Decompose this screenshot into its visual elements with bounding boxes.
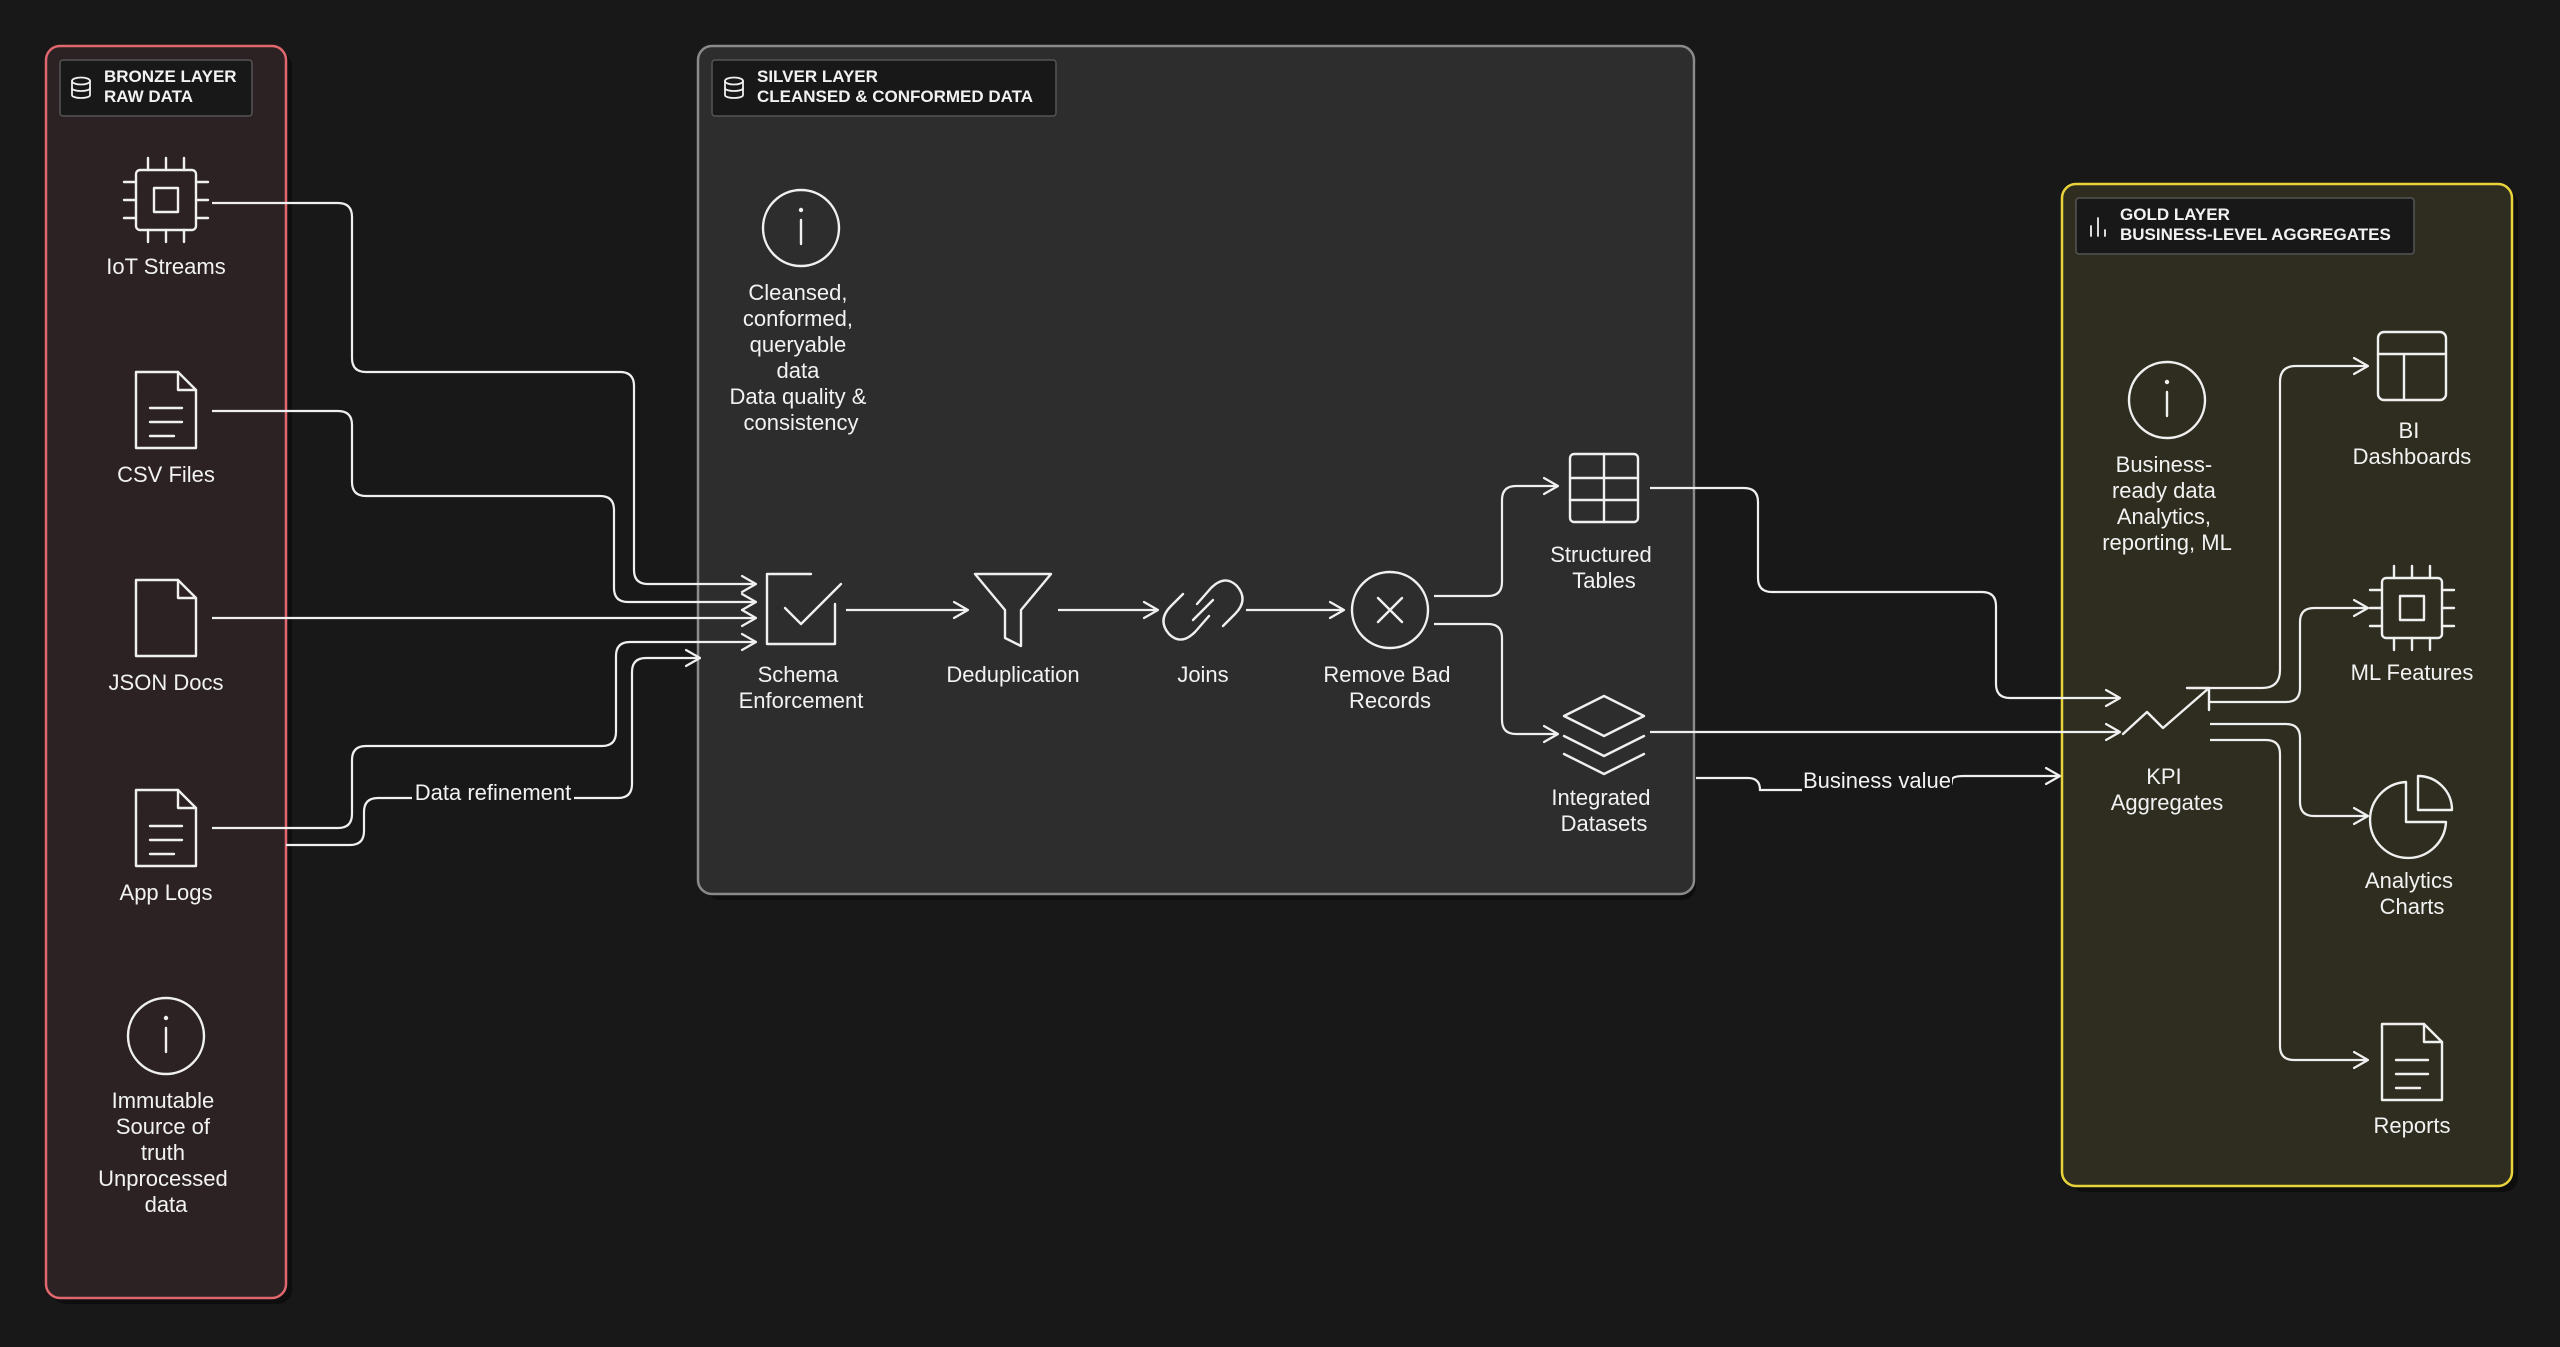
edge-label-business: Business value <box>1802 768 1952 796</box>
trending-up-icon <box>2121 686 2211 736</box>
edge-remove-datasets <box>1434 622 1560 744</box>
file-text-icon <box>2380 1022 2444 1102</box>
node-json-docs[interactable]: JSON Docs <box>109 578 224 695</box>
info-text: Cleansed, conformed, queryable data Data… <box>729 280 872 435</box>
node-deduplication[interactable]: Deduplication <box>946 572 1080 687</box>
node-label: BI Dashboards <box>2353 418 2472 469</box>
edge-iot-schema <box>212 201 758 594</box>
node-bi-dashboards[interactable]: BI Dashboards <box>2353 330 2472 469</box>
bronze-layer[interactable]: BRONZE LAYER RAW DATA <box>44 44 292 1304</box>
gold-layer-title: GOLD LAYER <box>2120 205 2230 224</box>
chip-icon <box>122 156 210 244</box>
bronze-layer-subtitle: RAW DATA <box>104 87 193 106</box>
node-label: App Logs <box>120 880 213 905</box>
node-remove-bad-records[interactable]: Remove Bad Records <box>1323 570 1456 713</box>
node-joins[interactable]: Joins <box>1162 579 1244 687</box>
node-schema-enforcement[interactable]: Schema Enforcement <box>739 572 864 713</box>
bronze-layer-title: BRONZE LAYER <box>104 67 237 86</box>
bronze-layer-header <box>59 59 253 117</box>
file-icon <box>134 578 198 658</box>
gold-layer[interactable]: GOLD LAYER BUSINESS-LEVEL AGGREGATES <box>2060 182 2518 1192</box>
info-icon <box>761 188 841 268</box>
info-text: Business- ready data Analytics, reportin… <box>2102 452 2232 555</box>
layers-icon <box>1562 694 1646 776</box>
node-integrated-datasets[interactable]: Integrated Datasets <box>1551 694 1656 836</box>
gold-layer-subtitle: BUSINESS-LEVEL AGGREGATES <box>2120 225 2391 244</box>
edge-kpi-charts <box>2210 722 2370 826</box>
edge-logs-schema <box>212 632 758 830</box>
node-label: Integrated Datasets <box>1551 785 1656 836</box>
node-analytics-charts[interactable]: Analytics Charts <box>2365 774 2459 919</box>
silver-layer-header <box>711 59 1057 117</box>
gold-layer-header <box>2075 197 2415 255</box>
node-label: ML Features <box>2351 660 2474 685</box>
svg-text:Business value: Business value <box>1803 768 1951 793</box>
file-text-icon <box>134 788 198 868</box>
node-app-logs[interactable]: App Logs <box>120 788 213 905</box>
edges <box>212 201 2370 1070</box>
link-icon <box>1162 579 1244 641</box>
silver-layer[interactable]: SILVER LAYER CLEANSED & CONFORMED DATA <box>696 44 1696 900</box>
node-label: CSV Files <box>117 462 215 487</box>
edge-label-refinement: Data refinement <box>412 780 574 808</box>
bronze-layer-box <box>44 44 288 1300</box>
node-reports[interactable]: Reports <box>2373 1022 2451 1138</box>
node-label: Reports <box>2373 1113 2450 1138</box>
edge-kpi-bi <box>2210 356 2370 690</box>
node-label: Remove Bad Records <box>1323 662 1456 713</box>
info-icon <box>126 996 206 1076</box>
bar-chart-icon <box>2090 217 2106 237</box>
info-icon <box>2127 360 2207 440</box>
node-label: Structured Tables <box>1550 542 1658 593</box>
silver-layer-box <box>696 44 1696 896</box>
silver-layer-title: SILVER LAYER <box>757 67 878 86</box>
edge-csv-schema <box>212 409 758 612</box>
node-bronze-info: Immutable Source of truth Unprocessed da… <box>98 996 234 1217</box>
gold-layer-box <box>2060 182 2514 1188</box>
node-label: JSON Docs <box>109 670 224 695</box>
file-text-icon <box>134 370 198 450</box>
database-icon <box>724 76 744 99</box>
node-label: IoT Streams <box>106 254 225 279</box>
table-grid-icon <box>1568 452 1640 524</box>
node-silver-info: Cleansed, conformed, queryable data Data… <box>729 188 872 435</box>
check-square-icon <box>765 572 843 646</box>
node-label: KPI Aggregates <box>2111 764 2224 815</box>
node-iot-streams[interactable]: IoT Streams <box>106 156 226 279</box>
database-icon <box>71 76 91 99</box>
edge-refinement-schema <box>286 648 702 847</box>
node-ml-features[interactable]: ML Features <box>2351 564 2474 685</box>
node-label: Analytics Charts <box>2365 868 2459 919</box>
node-label: Deduplication <box>946 662 1079 687</box>
node-csv-files[interactable]: CSV Files <box>117 370 215 487</box>
node-structured-tables[interactable]: Structured Tables <box>1550 452 1658 593</box>
x-circle-icon <box>1350 570 1430 650</box>
edge-kpi-ml <box>2210 598 2370 704</box>
filter-icon <box>973 572 1053 648</box>
svg-text:Data refinement: Data refinement <box>415 780 572 805</box>
edge-tables-kpi <box>1650 486 2122 708</box>
edge-kpi-reports <box>2210 738 2370 1070</box>
pie-chart-icon <box>2368 774 2454 860</box>
layout-icon <box>2376 330 2448 402</box>
node-kpi-aggregates[interactable]: KPI Aggregates <box>2111 686 2224 815</box>
chip-icon <box>2368 564 2456 652</box>
silver-layer-subtitle: CLEANSED & CONFORMED DATA <box>757 87 1033 106</box>
node-gold-info: Business- ready data Analytics, reportin… <box>2102 360 2232 555</box>
edge-remove-tables <box>1434 476 1560 598</box>
info-text: Immutable Source of truth Unprocessed da… <box>98 1088 234 1217</box>
node-label: Schema Enforcement <box>739 662 864 713</box>
node-label: Joins <box>1177 662 1228 687</box>
